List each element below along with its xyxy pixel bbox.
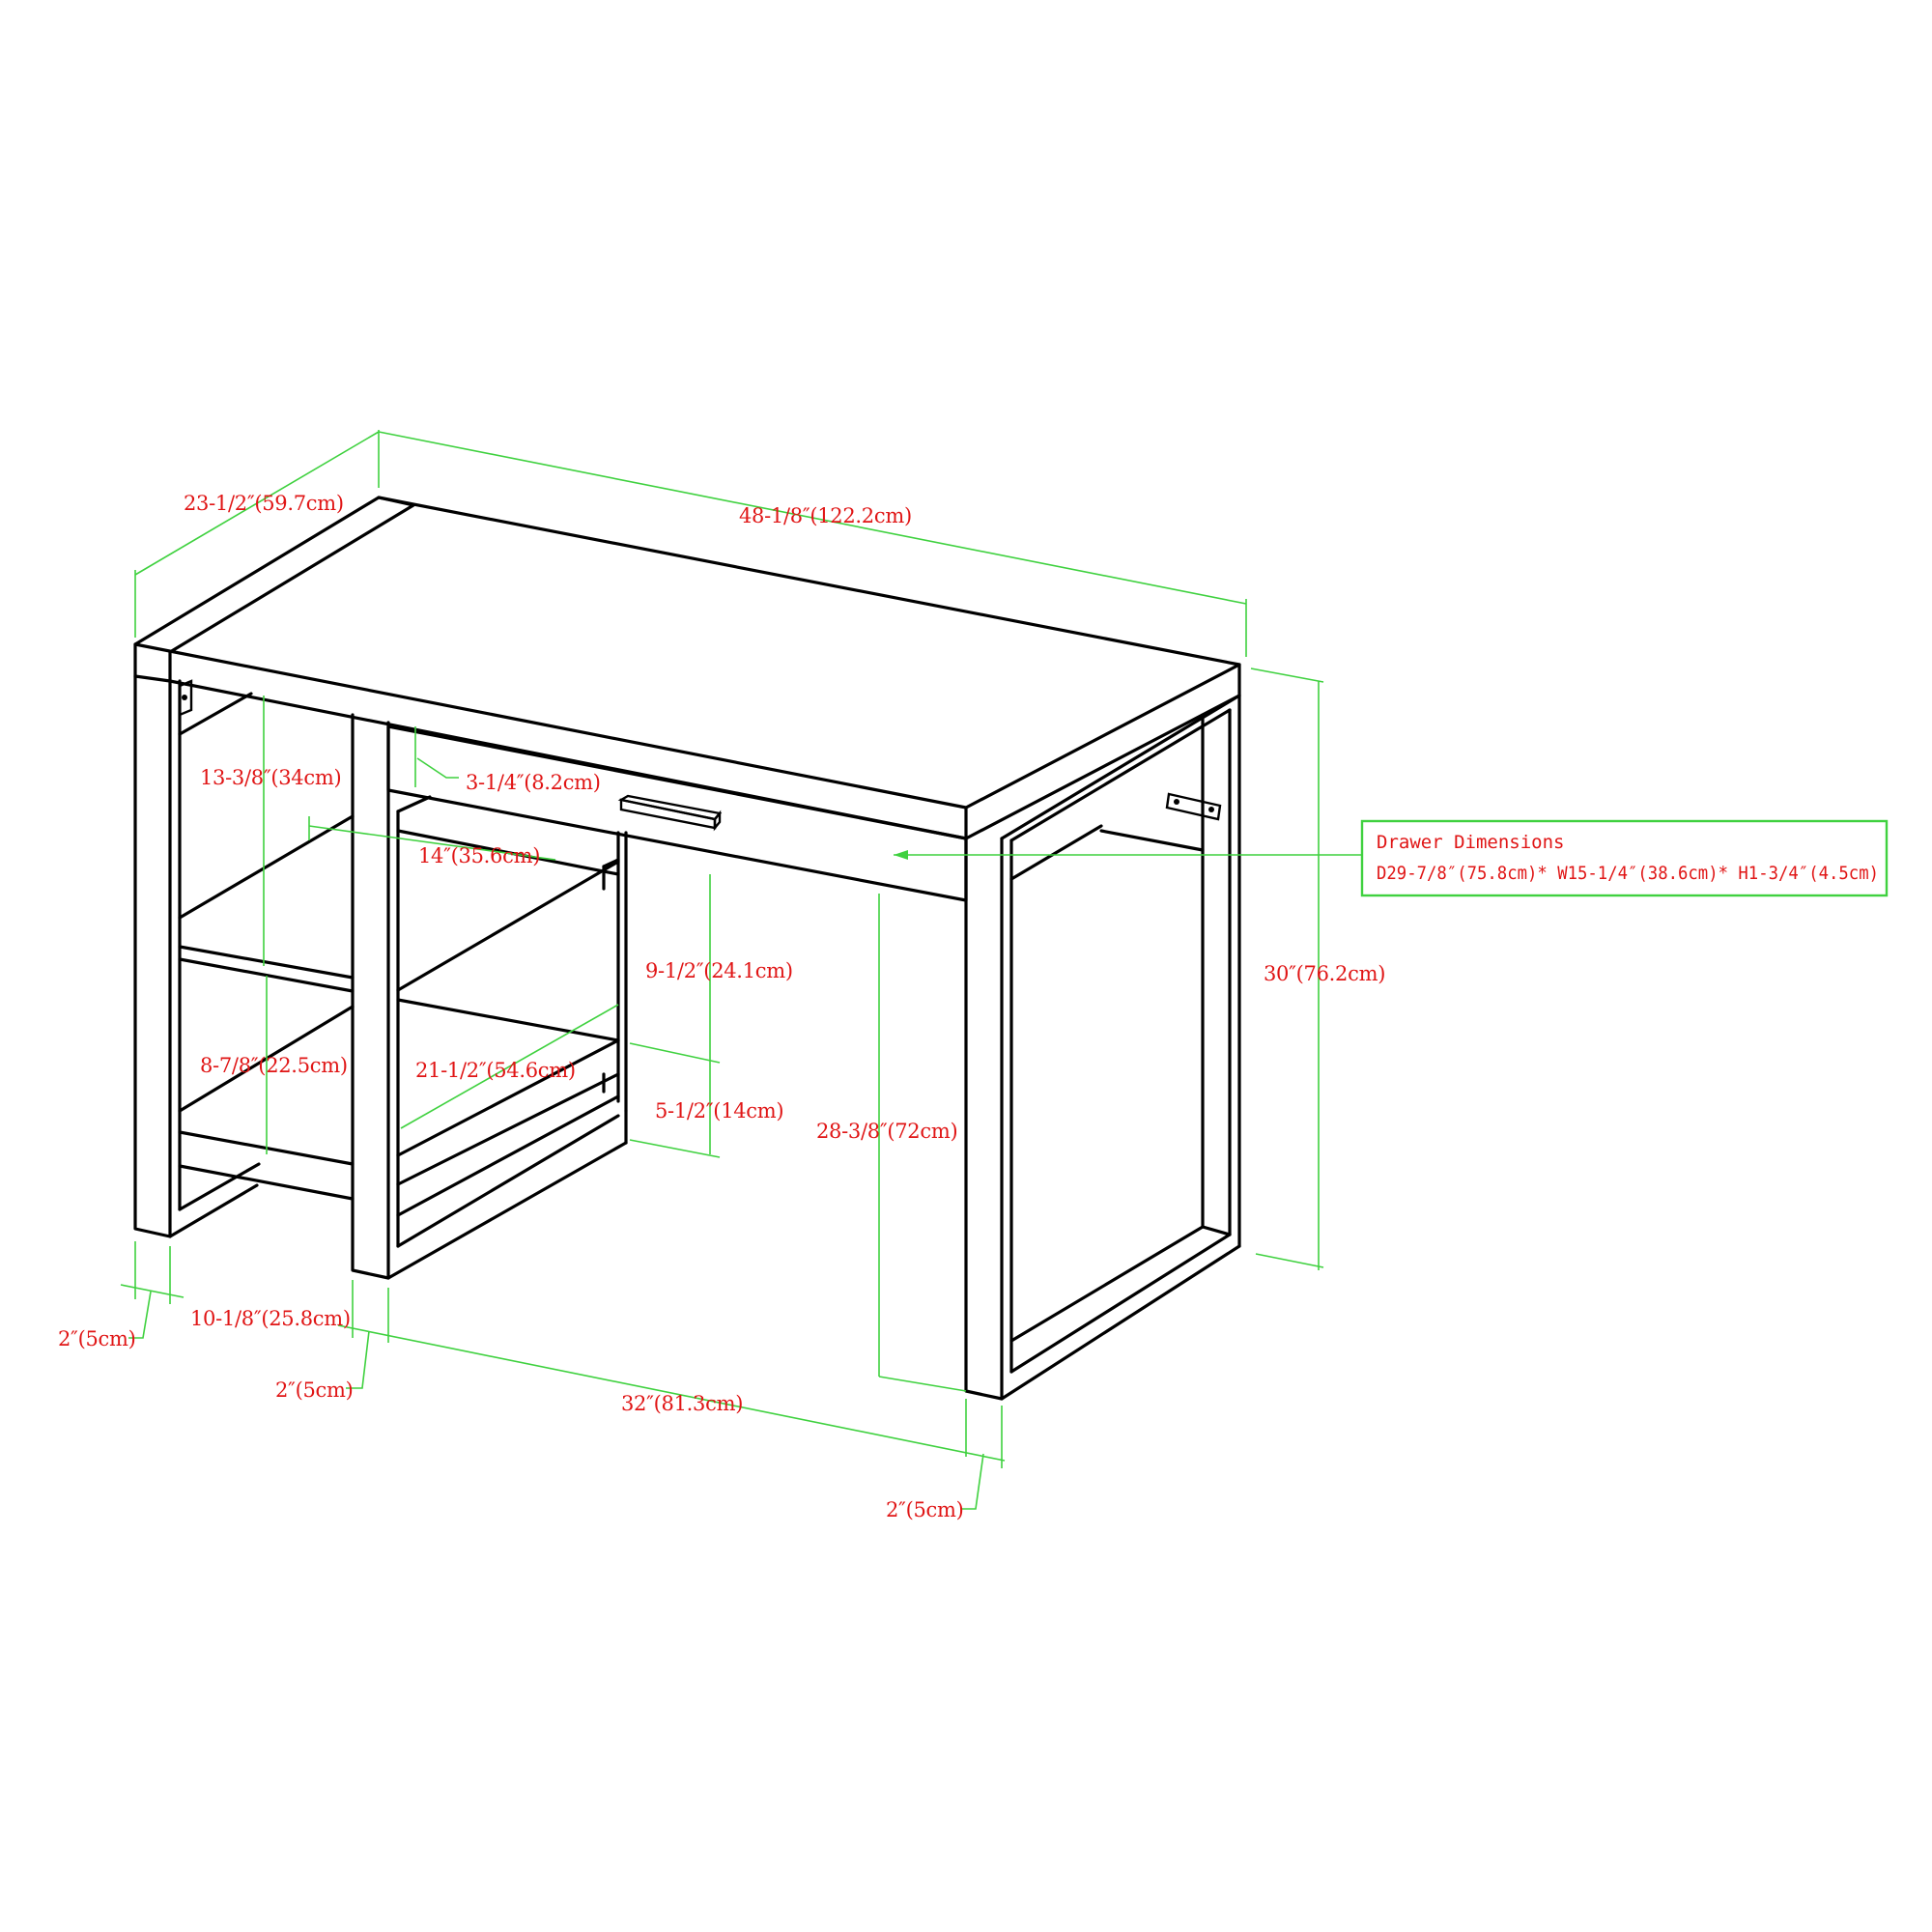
label-lower-shelf-clearance: 8-7/8″(22.5cm) — [200, 1054, 348, 1077]
drawer-dimensions-box — [1360, 819, 1889, 897]
desktop-top-surface — [133, 496, 1241, 810]
dim-shelf-ext-mid — [629, 1042, 721, 1064]
right-bracket-screw-2 — [1208, 807, 1214, 812]
right-side-top-inner — [1000, 694, 1241, 840]
desk-outline — [133, 496, 1241, 1401]
right-side-bottom-rail — [1009, 1233, 1232, 1374]
left-side-upper-rail — [178, 692, 253, 736]
dimension-lines — [120, 430, 1362, 1510]
dim-bottom-width-line — [337, 1324, 1006, 1462]
right-base-corner — [1201, 1225, 1232, 1236]
label-apron-height: 3-1/4″(8.2cm) — [466, 771, 601, 794]
dim-left-leg-line — [120, 1284, 185, 1298]
dim-middle-leg-leader — [346, 1330, 370, 1389]
right-side-upper-rail — [1009, 824, 1103, 881]
shelf-unit-lower-rail-1 — [396, 1072, 620, 1186]
label-knee-clearance-height: 28-3/8″(72cm) — [816, 1120, 957, 1143]
label-leg-width-left: 2″(5cm) — [58, 1327, 136, 1350]
dim-shelf-depth-line — [400, 1004, 619, 1129]
left-lower-rail-bottom — [178, 1164, 355, 1201]
dim-shelf-ext-bottom — [629, 1139, 721, 1158]
left-upper-shelf-front-top — [178, 945, 355, 980]
dim-height-ext-bottom — [1255, 1253, 1324, 1268]
dim-knee-height-ext — [878, 1376, 967, 1392]
dim-apron-leader — [416, 757, 459, 779]
dimension-labels: 23-1/2″(59.7cm) 48-1/8″(122.2cm) 30″(76.… — [58, 492, 1385, 1521]
middle-leg-front — [351, 713, 390, 1280]
back-stretcher — [1099, 829, 1205, 852]
drawer-handle-end — [713, 810, 722, 832]
dim-width-line — [378, 431, 1247, 605]
left-bracket — [178, 679, 193, 717]
apron-left-corner — [133, 674, 172, 683]
desktop-left-edge-strip — [168, 496, 415, 654]
right-bracket — [1165, 792, 1222, 821]
label-shelf-depth: 21-1/2″(54.6cm) — [415, 1059, 576, 1082]
shelf-unit-upper-shelf-diag — [396, 860, 620, 992]
shelf-unit-bottom-rail — [396, 1114, 620, 1248]
right-leg-front — [964, 806, 1004, 1401]
drawer-dimensions-callout: Drawer Dimensions D29-7/8″(75.8cm)* W15-… — [1360, 819, 1889, 897]
right-side-bottom-inner — [1009, 1225, 1205, 1343]
label-shelf-unit-width: 10-1/8″(25.8cm) — [190, 1307, 351, 1330]
label-leg-width-middle: 2″(5cm) — [275, 1378, 354, 1402]
label-shelf-width: 14″(35.6cm) — [418, 844, 540, 867]
left-side-bottom-rail — [168, 1183, 259, 1238]
drawer-handle — [617, 794, 723, 832]
shelf-unit-top-left — [396, 795, 432, 813]
dim-depth-line — [134, 431, 380, 576]
drawer-dimensions-title: Drawer Dimensions — [1377, 832, 1564, 853]
dim-height-ext-top — [1250, 668, 1324, 683]
label-shelf-lower-opening: 5-1/2″(14cm) — [655, 1099, 783, 1122]
left-leg-front — [133, 642, 172, 1238]
drawer-front — [386, 724, 968, 902]
label-shelf-upper-opening: 9-1/2″(24.1cm) — [645, 959, 793, 982]
label-leg-width-right: 2″(5cm) — [886, 1498, 964, 1521]
left-upper-shelf-back — [178, 814, 355, 920]
right-bracket-screw-1 — [1174, 799, 1179, 805]
label-knee-clearance-width: 32″(81.3cm) — [621, 1392, 743, 1415]
label-overall-height: 30″(76.2cm) — [1264, 962, 1385, 985]
shelf-unit-base-edge — [386, 1141, 628, 1280]
dim-shelf-width-line — [308, 825, 556, 861]
label-upper-shelf-clearance: 13-3/8″(34cm) — [200, 766, 341, 789]
dim-right-leg-leader — [961, 1453, 984, 1510]
left-bracket-screw — [182, 695, 187, 700]
shelf-bracket-1 — [602, 858, 620, 868]
left-upper-shelf-front-bottom — [178, 957, 355, 993]
drawer-handle-top — [617, 794, 723, 821]
label-overall-depth: 23-1/2″(59.7cm) — [184, 492, 344, 515]
desktop-right-edge-strip — [964, 663, 1241, 840]
dim-drawer-arrowhead — [894, 850, 908, 860]
shelf-unit-upper-shelf-front — [396, 998, 620, 1042]
label-overall-width: 48-1/8″(122.2cm) — [739, 504, 912, 527]
dim-left-leg-leader — [128, 1291, 152, 1339]
drawer-dimensions-specs: D29-7/8″(75.8cm)* W15-1/4″(38.6cm)* H1-3… — [1377, 863, 1879, 884]
shelf-unit-lower-shelf-diag — [396, 1038, 620, 1157]
right-side-base-edge — [1000, 1244, 1241, 1401]
right-side-top-inner-2 — [1009, 708, 1232, 842]
shelf-unit-lower-rail-2 — [396, 1094, 620, 1217]
left-side-lower-rail — [178, 1162, 261, 1211]
